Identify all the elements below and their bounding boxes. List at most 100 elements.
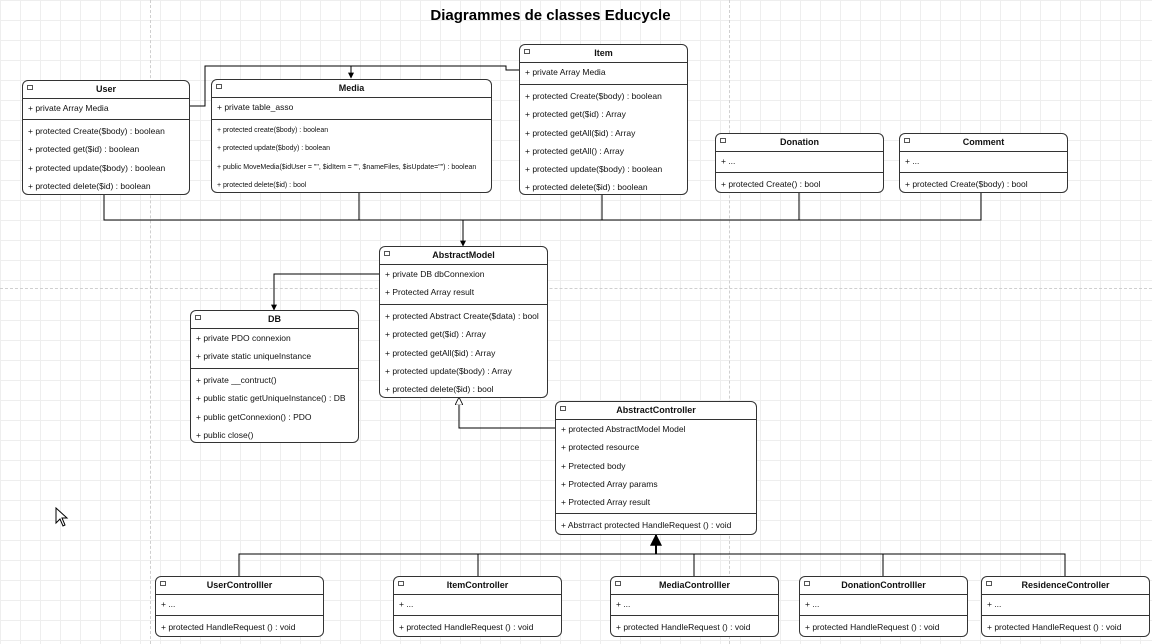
class-attribute: + private Array Media — [525, 67, 606, 77]
class-item[interactable]: Item + private Array Media + protected C… — [519, 44, 688, 195]
class-method: + public MoveMedia($idUser = "", $idItem… — [217, 163, 477, 171]
class-donation[interactable]: Donation + ... + protected Create() : bo… — [715, 133, 884, 193]
class-name: User — [95, 84, 116, 94]
class-attribute: + ... — [616, 599, 631, 609]
connector-user-model — [103, 195, 463, 221]
class-icon — [615, 581, 621, 586]
class-method: + private __contruct() — [196, 375, 277, 385]
class-attribute: + ... — [721, 156, 736, 166]
class-method: + protected Create($body) : boolean — [28, 126, 165, 136]
class-name: ResidenceController — [1021, 580, 1110, 590]
connector-donation-model — [602, 193, 800, 221]
diagram-title: Diagrammes de classes Educycle — [430, 7, 671, 24]
class-method: + protected get($id) : boolean — [28, 144, 140, 155]
class-method: + protected update($body) : boolean — [525, 164, 663, 175]
class-comment[interactable]: Comment + ... + protected Create($body) … — [899, 133, 1068, 193]
class-abstract-model[interactable]: AbstractModel + private DB dbConnexion +… — [379, 246, 548, 398]
class-method: + protected update($body) : Array — [385, 365, 512, 376]
guide-line-horizontal — [0, 288, 1152, 289]
class-media[interactable]: Media + private table_asso + protected c… — [211, 79, 492, 193]
class-method: + protected getAll($id) : Array — [385, 347, 496, 358]
class-name: MediaControlller — [658, 580, 730, 590]
class-icon — [160, 581, 166, 586]
class-method: + protected HandleRequest () : void — [987, 622, 1122, 632]
class-user-controller[interactable]: UserControlller + ... + protected Handle… — [155, 576, 324, 637]
class-name: DB — [268, 314, 281, 324]
connector-item-media — [351, 65, 519, 71]
class-attribute: + ... — [805, 599, 820, 609]
class-residence-controller[interactable]: ResidenceController + ... + protected Ha… — [981, 576, 1150, 637]
class-name: Comment — [962, 137, 1005, 147]
class-method: + protected getAll($id) : Array — [525, 127, 636, 138]
class-attribute: + private static uniqueInstance — [196, 351, 312, 362]
class-name: AbstractModel — [432, 250, 495, 260]
class-attribute: + ... — [987, 599, 1002, 609]
connector-comment-model — [799, 193, 982, 221]
class-name: Item — [594, 48, 613, 58]
class-method: + protected Create($body) : boolean — [525, 91, 662, 101]
class-attribute: + Protected Array params — [561, 478, 658, 489]
class-method: + protected delete($id) : bool — [217, 181, 307, 189]
class-method: + protected get($id) : Array — [525, 109, 626, 120]
connector-item-model — [463, 195, 603, 221]
class-method: + public close() — [196, 429, 254, 440]
class-icon — [27, 85, 33, 90]
class-attribute: + Protected Array result — [561, 497, 651, 508]
class-method: + protected update($body) : boolean — [28, 162, 166, 173]
class-attribute: + private Array Media — [28, 103, 109, 113]
connector-model-db — [271, 273, 380, 311]
class-donation-controller[interactable]: DonationControlller + ... + protected Ha… — [799, 576, 968, 637]
class-method: + public getConnexion() : PDO — [196, 411, 312, 422]
class-method: + protected Abstract Create($data) : boo… — [385, 311, 539, 321]
class-icon — [398, 581, 404, 586]
class-attribute: + protected AbstractModel Model — [561, 424, 686, 434]
class-attribute: + ... — [905, 156, 920, 166]
class-attribute: + ... — [399, 599, 414, 609]
class-attribute: + private table_asso — [217, 102, 294, 112]
class-name: DonationControlller — [841, 580, 926, 590]
guide-line-vertical — [150, 0, 151, 644]
class-method: + protected Create($body) : bool — [905, 179, 1028, 189]
class-icon — [384, 251, 390, 256]
class-attribute: + ... — [161, 599, 176, 609]
class-attribute: + Pretected body — [561, 460, 626, 471]
class-attribute: + private DB dbConnexion — [385, 269, 485, 279]
class-media-controller[interactable]: MediaControlller + ... + protected Handl… — [610, 576, 779, 637]
class-abstract-controller[interactable]: AbstractController + protected AbstractM… — [555, 401, 757, 535]
class-method: + protected delete($id) : boolean — [525, 182, 648, 193]
guide-line-vertical — [729, 0, 730, 644]
class-attribute: + protected resource — [561, 442, 640, 453]
class-name: Media — [338, 83, 365, 93]
class-method: + public static getUniqueInstance() : DB — [196, 393, 346, 404]
class-method: + protected getAll() : Array — [525, 145, 624, 156]
class-method: + protected HandleRequest () : void — [616, 622, 751, 632]
connector-controller-model — [459, 398, 555, 429]
class-method: + protected HandleRequest () : void — [805, 622, 940, 632]
class-user[interactable]: User + private Array Media + protected C… — [22, 80, 190, 195]
class-icon — [804, 581, 810, 586]
class-method: + protected Create() : bool — [721, 179, 821, 189]
class-attribute: + private PDO connexion — [196, 333, 291, 343]
class-method: + protected get($id) : Array — [385, 329, 486, 340]
class-method: + protected create($body) : boolean — [217, 127, 329, 134]
class-icon — [195, 315, 201, 320]
class-icon — [720, 138, 726, 143]
class-name: AbstractController — [616, 405, 696, 415]
class-item-controller[interactable]: ItemController + ... + protected HandleR… — [393, 576, 562, 637]
class-method: + protected delete($id) : bool — [385, 384, 494, 395]
class-icon — [216, 84, 222, 89]
class-method: + protected delete($id) : boolean — [28, 180, 151, 191]
class-icon — [560, 406, 566, 411]
connector-controllers-bus — [238, 553, 1066, 576]
class-icon — [904, 138, 910, 143]
class-method: + Abstrract protected HandleRequest () :… — [561, 520, 732, 530]
class-db[interactable]: DB + private PDO connexion + private sta… — [190, 310, 359, 443]
class-method: + protected HandleRequest () : void — [399, 622, 534, 632]
class-name: ItemController — [446, 580, 509, 590]
class-name: Donation — [780, 137, 819, 147]
class-method: + protected HandleRequest () : void — [161, 622, 296, 632]
class-method: + protected update($body) : boolean — [217, 145, 331, 153]
mouse-pointer-icon — [55, 507, 69, 527]
class-icon — [986, 581, 992, 586]
class-attribute: + Protected Array result — [385, 287, 475, 298]
